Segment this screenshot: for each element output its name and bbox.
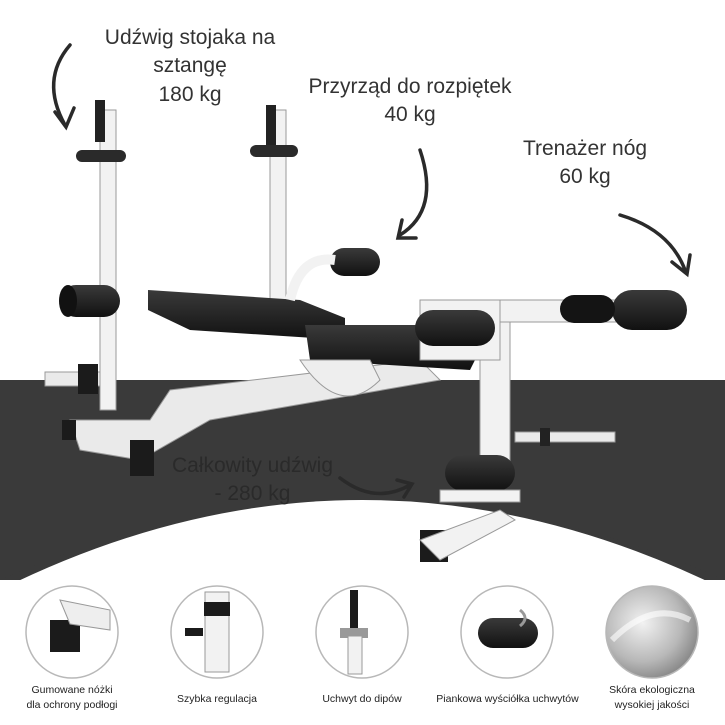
arrow-total-head-icon — [395, 478, 415, 499]
thumb-eco-leather — [605, 585, 699, 679]
feature-caption-quick-adjust: Szybka regulacja — [147, 692, 287, 707]
callout-leg-trainer-title: Trenażer nóg — [522, 137, 648, 160]
arrow-rack-head-icon — [53, 106, 76, 131]
feature-caption-dip-handle: Uchwyt do dipów — [292, 692, 432, 707]
callout-leg-trainer: Trenażer nóg 60 kg — [505, 135, 665, 192]
feature-thumbnails — [25, 585, 699, 679]
callout-arrows — [52, 43, 692, 499]
callout-total-capacity-title: Całkowity udźwig — [171, 454, 334, 477]
feature-caption-rubber-feet: Gumowane nóżki dla ochrony podłogi — [2, 683, 142, 713]
arrow-leg-head-icon — [670, 253, 692, 278]
feature-caption-line: wysokiej jakości — [614, 699, 690, 712]
feature-caption-line: Skóra ekologiczna — [609, 684, 695, 696]
callout-fly-attachment: Przyrząd do rozpiętek 40 kg — [305, 73, 515, 130]
feature-caption-line: Piankowa wyściółka uchwytów — [436, 693, 579, 705]
feature-caption-line: Uchwyt do dipów — [322, 693, 402, 705]
callout-barbell-rack-title: Udźwig stojaka na sztangę — [104, 26, 276, 78]
feature-caption-foam-padding: Piankowa wyściółka uchwytów — [430, 692, 585, 707]
callout-fly-attachment-value: 40 kg — [384, 103, 436, 127]
weight-bench — [44, 100, 687, 562]
callout-barbell-rack-value: 180 kg — [158, 82, 222, 106]
callout-fly-attachment-title: Przyrząd do rozpiętek — [308, 75, 512, 98]
feature-caption-line: dla ochrony podłogi — [26, 699, 118, 712]
feature-caption-eco-leather: Skóra ekologiczna wysokiej jakości — [582, 683, 722, 713]
arrow-leg-icon — [618, 213, 687, 272]
arrow-rack-icon — [52, 43, 72, 127]
callout-total-capacity: Całkowity udźwig - 280 kg — [165, 452, 340, 509]
arrow-fly-icon — [398, 148, 429, 237]
feature-caption-line: Szybka regulacja — [177, 693, 257, 705]
arrow-total-icon — [338, 476, 412, 496]
feature-caption-line: Gumowane nóżki — [31, 684, 113, 696]
callout-total-capacity-value: - 280 kg — [214, 482, 291, 506]
callout-barbell-rack: Udźwig stojaka na sztangę 180 kg — [70, 24, 310, 109]
callout-leg-trainer-value: 60 kg — [559, 165, 611, 189]
arrow-fly-head-icon — [395, 218, 418, 240]
